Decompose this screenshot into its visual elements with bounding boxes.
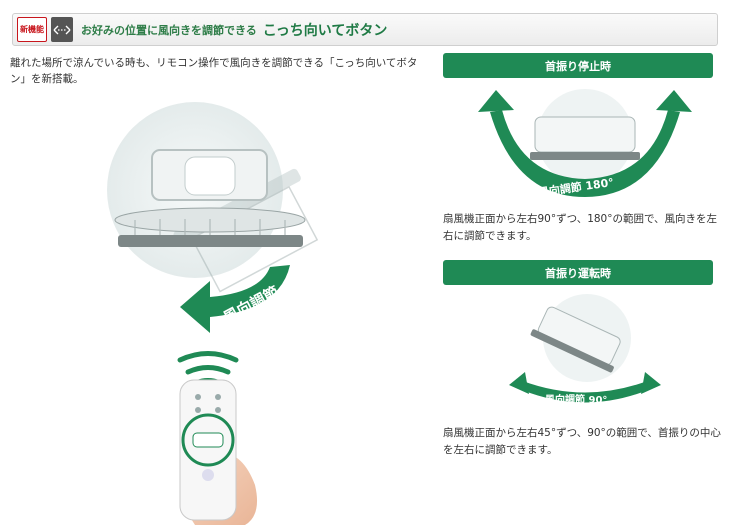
remote-control: [179, 379, 258, 525]
oscillating-arrow-label: 風向調節 90°: [545, 393, 607, 406]
header-subtitle: お好みの位置に風向きを調節できる: [81, 23, 257, 37]
oscillating-heading-bar: 首振り運転時: [443, 260, 713, 285]
double-arrow-icon: [51, 17, 73, 42]
stopped-heading-bar: 首振り停止時: [443, 53, 713, 78]
stopped-illustration: 風向調節 180°: [478, 89, 692, 199]
main-illustration: 風向調節: [107, 102, 319, 525]
oscillating-illustration: 風向調節 90°: [509, 294, 661, 406]
main-direction-arrow: [180, 265, 290, 333]
feature-header: 新機能 お好みの位置に風向きを調節できる こっち向いてボタン: [12, 13, 718, 46]
stopped-heading: 首振り停止時: [545, 59, 611, 73]
fan-head: [114, 149, 306, 247]
remote-highlight-ring: [181, 413, 235, 467]
oscillating-description: 扇風機正面から左右45°ずつ、90°の範囲で、首振りの中心を左右に調節できます。: [443, 427, 721, 456]
new-feature-badge: 新機能: [17, 17, 47, 42]
oscillating-heading: 首振り運転時: [545, 266, 611, 280]
stopped-description: 扇風機正面から左右90°ずつ、180°の範囲で、風向きを左右に調節できます。: [443, 213, 718, 242]
signal-waves-icon: [177, 351, 239, 386]
header-title: こっち向いてボタン: [262, 22, 388, 39]
intro-text: 離れた場所で涼んでいる時も、リモコン操作で風向きを調節できる「こっち向いてボタン…: [10, 57, 418, 85]
